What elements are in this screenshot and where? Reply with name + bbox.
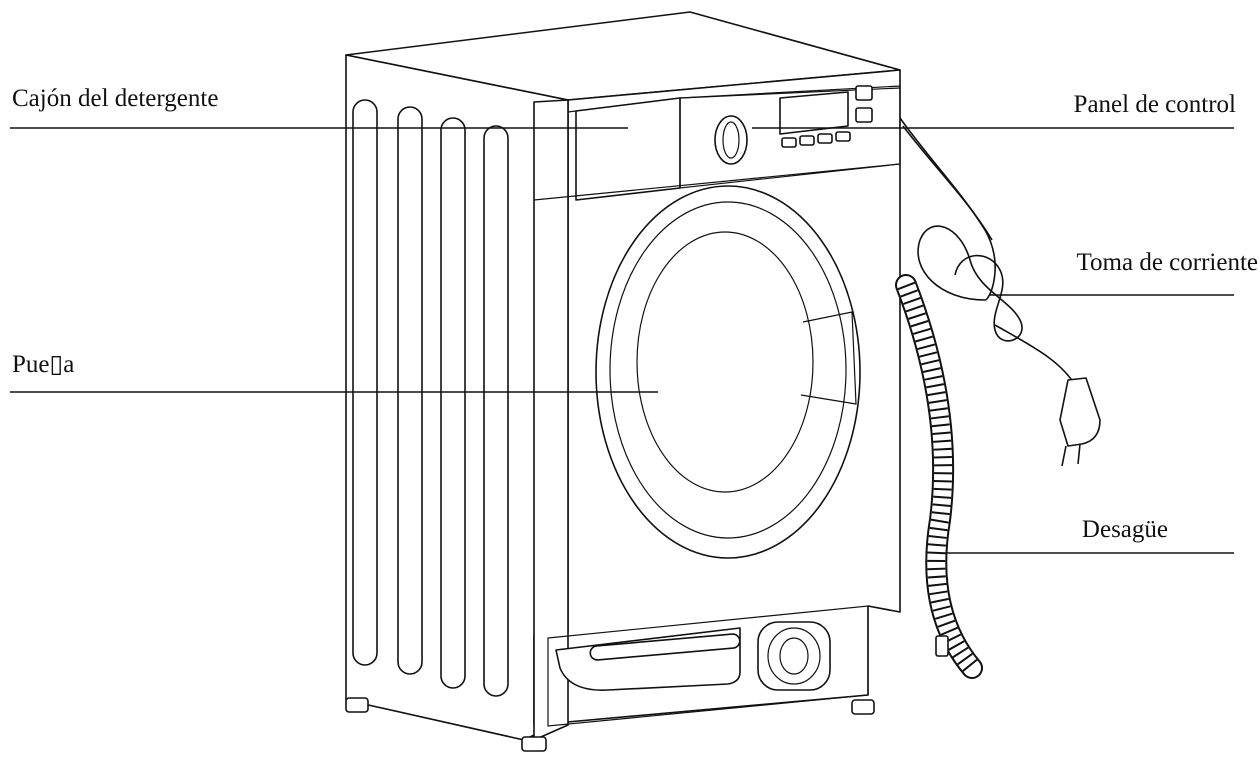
plug-icon (1060, 378, 1100, 446)
side-rib (398, 107, 422, 674)
label-drain: Desagüe (1082, 517, 1168, 542)
panel-button (800, 136, 814, 145)
panel-button (818, 134, 832, 143)
foot (346, 698, 368, 712)
detergent-drawer (576, 98, 680, 200)
panel-button (782, 138, 796, 147)
label-control-panel: Panel de control (1074, 92, 1236, 117)
panel-button (836, 132, 850, 141)
side-rib (484, 126, 508, 696)
label-power-outlet: Toma de corriente (1077, 250, 1259, 275)
machine-front-edge (534, 100, 568, 740)
drain-hose (906, 285, 972, 668)
washing-machine (346, 12, 900, 751)
filter-cover (758, 622, 830, 690)
door (596, 186, 860, 558)
label-door: Pue▯a (12, 352, 74, 377)
foot (522, 737, 546, 751)
panel-button (856, 86, 872, 100)
side-rib (441, 118, 465, 688)
foot (852, 700, 874, 714)
panel-button (856, 108, 872, 122)
program-knob (715, 116, 747, 164)
label-detergent-drawer: Cajón del detergente (12, 86, 218, 111)
side-rib (353, 100, 377, 665)
